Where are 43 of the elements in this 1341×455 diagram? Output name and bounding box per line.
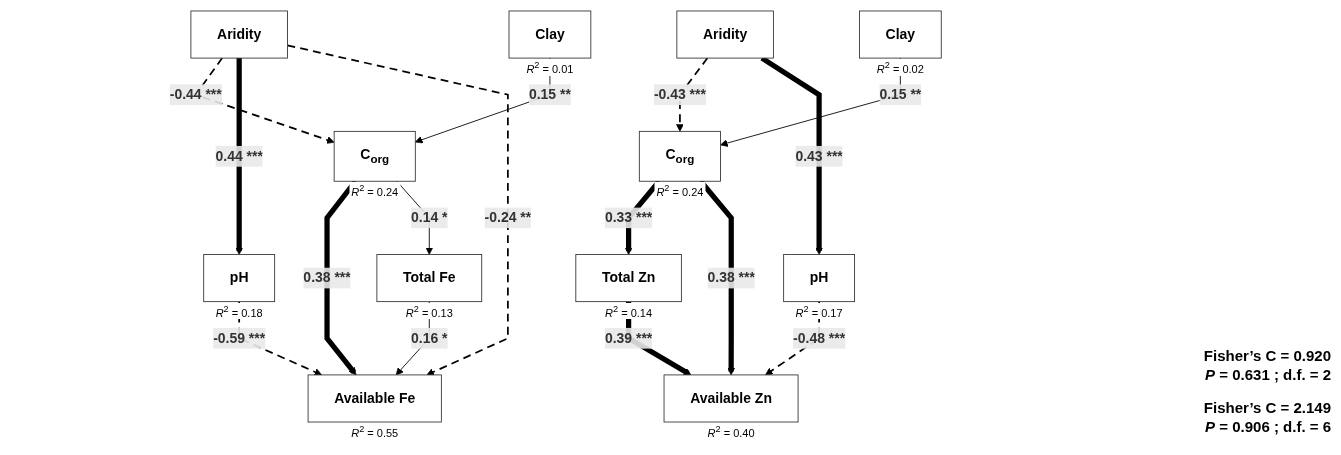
r-squared-value: R$^{2}$ = 0.13 [403,302,455,320]
edge-label: 0.16 * [411,330,448,346]
node-box: Aridity [676,10,774,59]
edge-label: -0.43 *** [653,86,706,102]
arrow [676,57,709,132]
edge-label: 0.43 *** [795,148,843,164]
fit-statistic: Fisher’s C = 0.920 [1202,347,1331,364]
p-value-note: P = 0.906 ; d.f. = 6 [1204,418,1331,435]
edge-label: 0.15 ** [528,86,571,102]
node-box: pH [783,254,855,303]
node-box: Aridity [190,10,288,59]
fit-statistic: Fisher’s C = 2.149 [1202,399,1331,416]
node-box: Available Zn [663,374,799,423]
node-box: Total Zn [575,254,682,303]
edge-label: 0.15 ** [879,86,922,102]
r-squared-value: R$^{2}$ = 0.55 [349,423,401,440]
r-squared-value: R$^{2}$ = 0.01 [524,59,576,76]
edge-label: 0.33 *** [604,210,653,225]
node-box: C$_{org}$ [638,130,721,182]
r-squared-value: R$^{2}$ = 0.24 [654,182,706,199]
r-squared-value: R$^{2}$ = 0.02 [874,59,926,76]
edge-label: 0.38 *** [707,270,755,286]
node-box: C$_{org}$ [333,130,416,182]
arrow [235,58,243,255]
edge-label: -0.48 *** [793,330,846,346]
edge-label: -0.24 ** [484,210,532,225]
edge-label: 0.14 * [411,210,448,225]
edge-label: -0.44 *** [169,86,222,102]
r-squared-value: R$^{2}$ = 0.40 [705,423,757,440]
node-box: pH [203,254,276,303]
r-squared-value: R$^{2}$ = 0.18 [213,302,265,320]
edge-label: 0.38 *** [303,270,351,286]
edge-label: -0.59 *** [213,330,266,346]
node-box: Total Fe [376,254,483,303]
node-box: Clay [508,10,592,59]
p-value-note: P = 0.631 ; d.f. = 2 [1204,366,1331,383]
r-squared-value: R$^{2}$ = 0.17 [793,302,845,320]
node-box: Clay [859,10,942,59]
r-squared-value: R$^{2}$ = 0.14 [603,302,655,320]
edge-label: 0.39 *** [604,330,653,346]
edge-label: 0.44 *** [215,148,263,164]
node-box: Available Fe [307,374,442,423]
r-squared-value: R$^{2}$ = 0.24 [349,182,401,199]
